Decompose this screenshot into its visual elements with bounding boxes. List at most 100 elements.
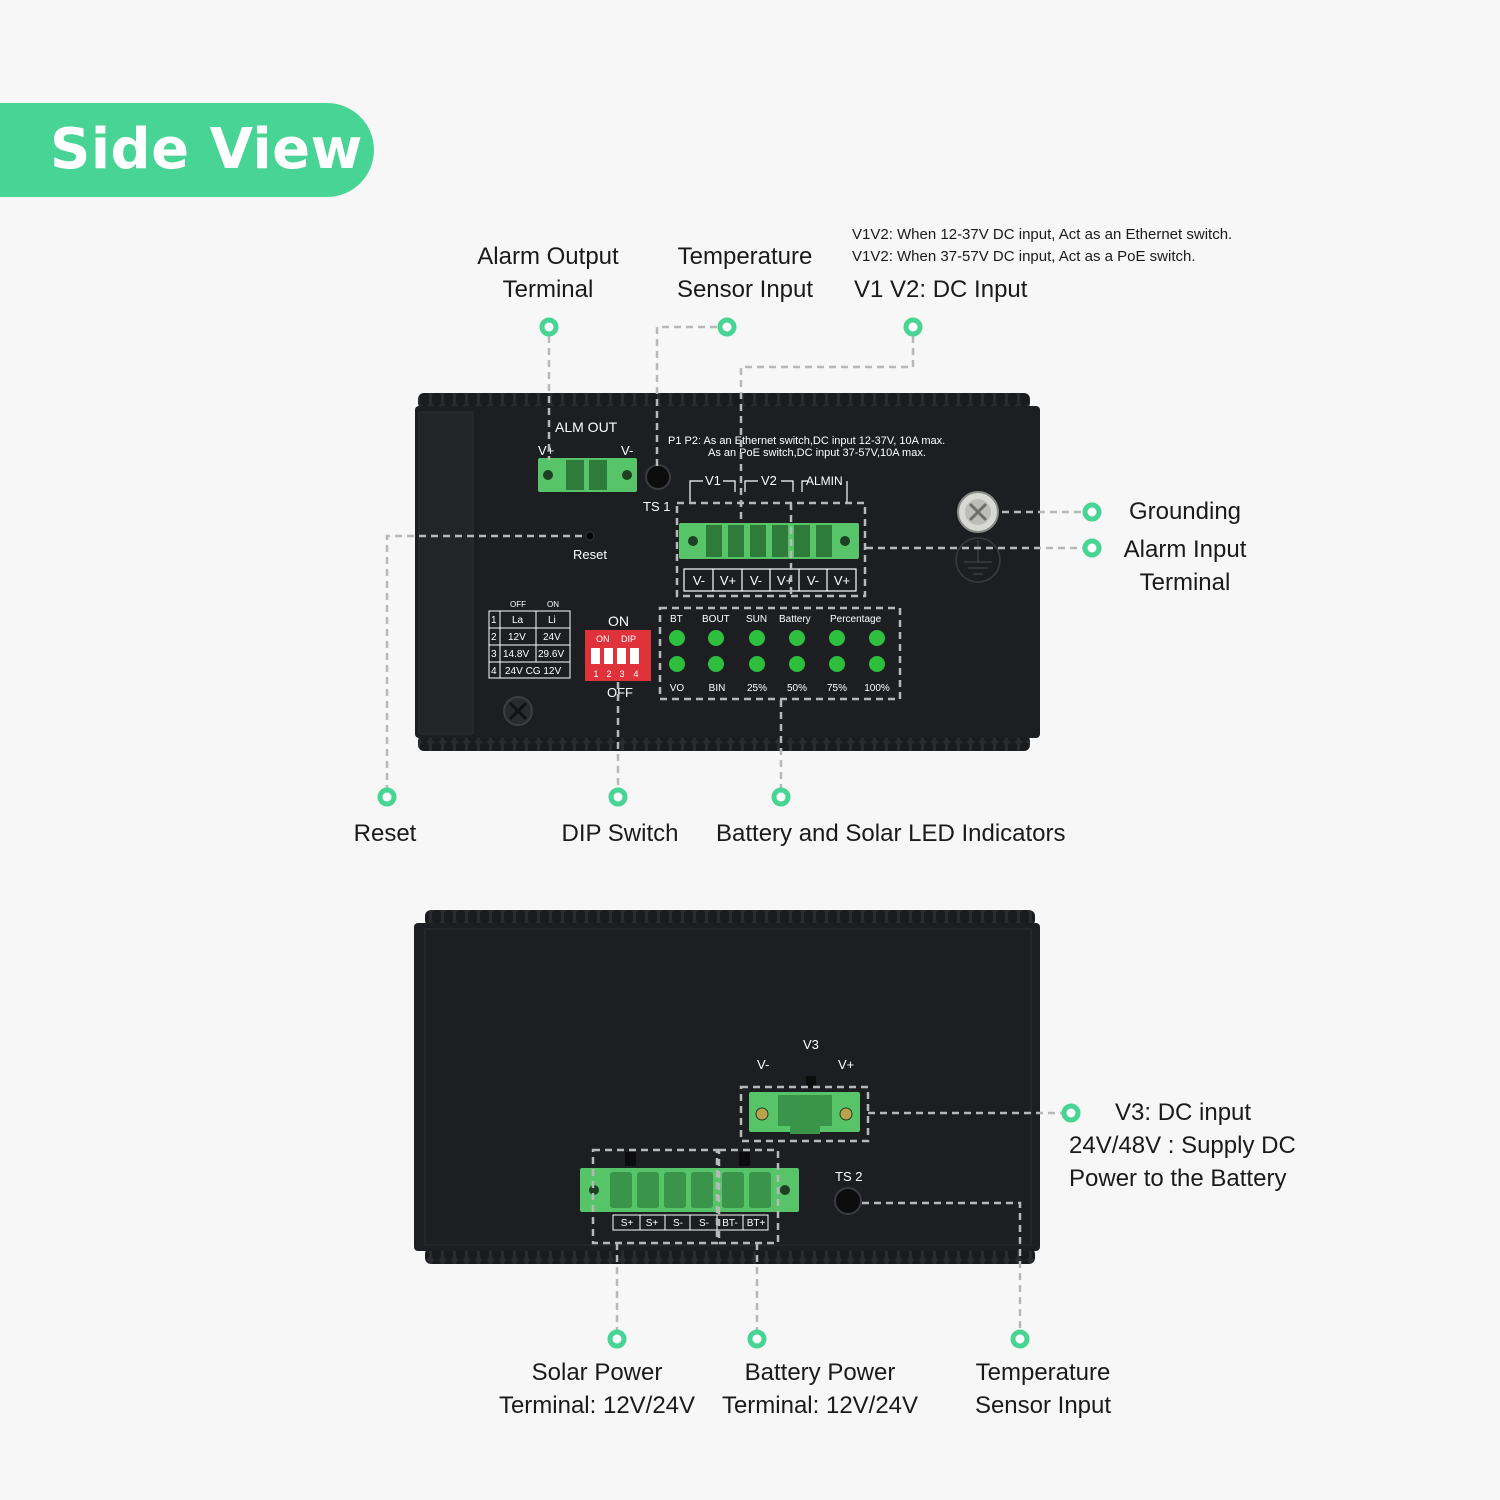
battery-latch [739,1152,750,1166]
led [829,630,845,646]
alm-out-label: ALM OUT [555,419,618,435]
led [829,656,845,672]
bottom-device-body [414,923,1040,1251]
battery-pin-label: BT- [722,1218,738,1229]
led-indicators [669,630,885,672]
callout-dip-switch: DIP Switch [561,820,679,847]
leader-temp-sensor-top [655,325,717,466]
callout-solar-power-line2: Terminal: 12V/24V [498,1392,696,1419]
p1p2-note-line1: P1 P2: As an Ethernet switch,DC input 12… [668,435,945,447]
ground-icon [955,537,1001,583]
dip-inner-dip: DIP [621,634,636,644]
top-device-fins-bottom [418,735,1030,751]
pin-label: V+ [777,573,793,588]
dip-table-cell: 24V CG 12V [505,666,561,677]
p1p2-note-line2: As an PoE switch,DC input 37-57V,10A max… [708,447,926,459]
callout-dot [608,787,628,807]
callout-alarm-input-line2: Terminal [1139,569,1231,596]
dip-table-cell: La [512,615,524,626]
led [669,630,685,646]
bottom-device: V3 V- V+ S+ [414,910,1040,1264]
callout-solar-power-line1: Solar Power [531,1359,663,1386]
led [708,656,724,672]
pin-label: V- [693,573,705,588]
callout-dot [1010,1329,1030,1349]
dip-number: 4 [633,669,638,679]
solar-latch [625,1152,636,1166]
top-device: ALM OUT V+ V- P1 P2: As an Ethernet swit… [415,393,1040,751]
ts2-label: TS 2 [835,1169,862,1184]
reset-label: Reset [573,547,607,562]
group-v1-label: V1 [705,473,721,488]
dip-inner-on: ON [596,634,610,644]
dip-table-cell: Li [548,615,556,626]
bottom-device-inner-panel [424,928,1032,1246]
callout-battery-power-line2: Terminal: 12V/24V [721,1392,919,1419]
solar-battery-terminal[interactable] [580,1168,799,1212]
led-top-label: SUN [746,614,767,625]
panel-screw-icon [503,696,533,726]
solar-pin-label: S- [699,1218,709,1229]
pin-label-dividers [712,569,828,591]
callout-grounding: Grounding [1128,498,1242,525]
bottom-pin-dividers [639,1215,744,1230]
highlight-v3 [739,1085,870,1143]
reset-button[interactable] [585,531,595,541]
ts1-jack[interactable] [645,464,671,490]
bottom-device-fins-top [425,910,1035,926]
callout-dot [903,317,923,337]
leader-temp-sensor-bottom [862,1201,1022,1330]
bottom-device-fins-bottom [425,1248,1035,1264]
led [869,656,885,672]
callout-temp-sensor-top: Temperature Sensor Input [645,240,845,306]
alarm-output-terminal[interactable] [538,458,637,492]
callout-battery-power-line1: Battery Power [744,1359,896,1386]
dip-settings-table: OFF ON 1 La Li 2 12V 24V 3 14.8V 29.6V 4… [488,600,571,679]
dc-input-note-line2: V1V2: When 37-57V DC input, Act as a PoE… [852,248,1196,265]
dip-on-label: ON [608,613,629,629]
callout-v3-input: V3: DC input 24V/48V : Supply DC Power t… [1069,1096,1296,1195]
callout-temp-sensor-top-line2: Sensor Input [676,276,814,303]
dip-table-cell: 12V [508,632,526,643]
callout-dot [1082,502,1102,522]
led [749,656,765,672]
highlight-led-box [658,606,902,701]
dc-input-terminal[interactable] [679,523,859,559]
led-bottom-label: BIN [709,683,726,694]
callout-lines [385,325,1083,1330]
callout-dot [607,1329,627,1349]
callout-alarm-input-line1: Alarm Input [1123,536,1247,563]
callout-battery-power: Battery Power Terminal: 12V/24V [710,1356,930,1422]
terminal-group-brackets [689,480,848,502]
highlight-battery [717,1148,780,1245]
pin-label: V- [807,573,819,588]
ts2-jack[interactable] [834,1187,862,1215]
dip-table-cell: 14.8V [503,649,529,660]
v3-latch [806,1076,816,1088]
callout-v3-input-line2: 24V/48V : Supply DC [1069,1132,1296,1159]
led [708,630,724,646]
led-bottom-label: VO [670,683,685,694]
alm-vplus-label: V+ [538,443,554,458]
dip-number: 3 [619,669,624,679]
solar-pin-label: S- [673,1218,683,1229]
callout-temp-sensor-bottom: Temperature Sensor Input [943,1356,1143,1422]
pin-label: V+ [834,573,850,588]
dip-switch[interactable] [585,630,651,681]
grounding-screw[interactable] [957,491,999,533]
led-top-label: BT [670,614,683,625]
alm-vminus-label: V- [621,443,633,458]
led-top-label: Battery [779,614,811,625]
callout-reset: Reset [353,820,417,847]
dip-off-label: OFF [607,685,633,700]
led [669,656,685,672]
top-device-side-rail [418,411,474,735]
callout-v3-input-line1: V3: DC input [1115,1099,1252,1126]
callout-temp-sensor-bottom-line2: Sensor Input [974,1392,1112,1419]
led [749,630,765,646]
callout-temp-sensor-top-line1: Temperature [677,243,813,270]
dc-input-note: V1V2: When 12-37V DC input, Act as an Et… [852,224,1232,268]
dip-table-cell: 2 [491,632,497,643]
v3-terminal[interactable] [749,1092,860,1134]
dip-table-header-on: ON [547,600,559,609]
